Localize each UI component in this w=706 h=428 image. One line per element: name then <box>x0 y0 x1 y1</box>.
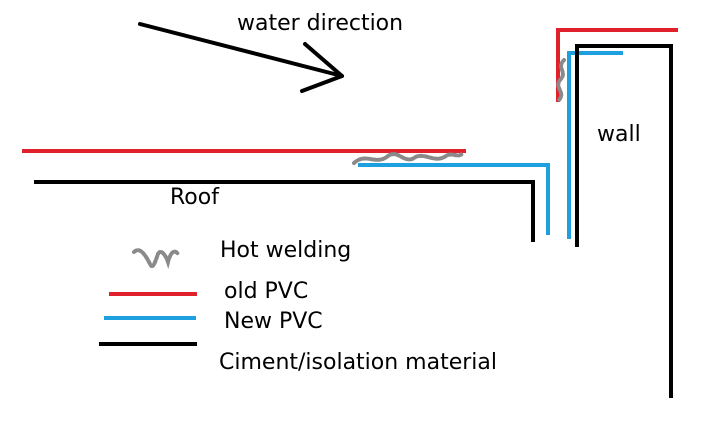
legend-ciment-label: Ciment/isolation material <box>219 350 498 375</box>
new-pvc-roof-line <box>358 163 550 235</box>
old-pvc-wall-line <box>556 28 678 102</box>
hot-welding-wall-mark <box>556 58 566 102</box>
roof-label: Roof <box>170 185 219 210</box>
water-direction-label: water direction <box>237 11 404 36</box>
wall-line <box>575 44 673 398</box>
wall-label: wall <box>597 122 641 147</box>
legend-old-pvc-label: old PVC <box>224 279 309 304</box>
legend-new-pvc-label: New PVC <box>224 309 323 334</box>
roof-cement-line <box>34 180 535 242</box>
hot-welding-roof-mark <box>352 152 464 165</box>
legend-hot-welding-swatch <box>132 248 180 270</box>
new-pvc-wall-line <box>567 51 623 239</box>
legend-hot-welding-label: Hot welding <box>220 238 352 263</box>
water-direction-arrow <box>138 22 344 93</box>
